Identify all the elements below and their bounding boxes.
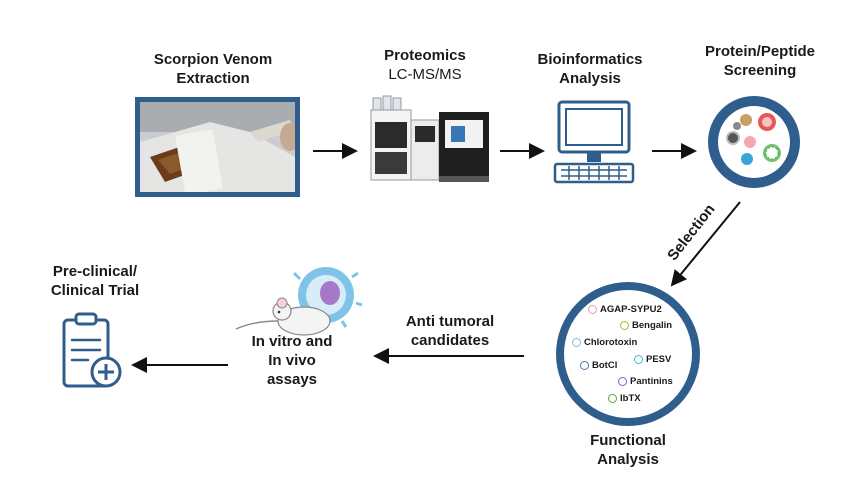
peptide-item: Chlorotoxin <box>572 337 637 348</box>
peptide-dot <box>572 337 581 347</box>
lc-ms-instrument-icon <box>370 95 489 182</box>
peptide-item: PESV <box>634 354 671 365</box>
peptide-dot <box>634 354 643 364</box>
proteomics-title: Proteomics LC-MS/MS <box>384 47 466 83</box>
peptide-item: BotCl <box>580 360 617 371</box>
peptide-dot <box>580 360 589 370</box>
assays-title: In vitro and In vivo assays <box>251 333 333 388</box>
clinical-title: Pre-clinical/ Clinical Trial <box>50 263 140 299</box>
screening-dish-icon <box>708 96 800 188</box>
peptide-item: IbTX <box>608 393 641 404</box>
peptide-list: AGAP-SYPU2 Bengalin Chlorotoxin PESV Bot… <box>556 282 700 426</box>
computer-icon <box>553 100 635 184</box>
extraction-title: Scorpion Venom Extraction <box>153 51 273 87</box>
extraction-photo <box>135 97 300 197</box>
mouse-icon <box>235 297 331 336</box>
peptide-dot <box>620 320 629 330</box>
functional-analysis-circle <box>556 282 700 426</box>
functional-analysis-title: Functional Analysis <box>590 432 666 468</box>
arrow-selection <box>670 201 741 287</box>
peptide-dot <box>588 304 597 314</box>
clipboard-icon <box>62 312 122 388</box>
screening-title: Protein/Peptide Screening <box>704 43 816 79</box>
mouse-and-cell-icon <box>235 267 363 336</box>
bioinformatics-title: Bioinformatics Analysis <box>537 51 643 87</box>
peptide-item: Pantinins <box>618 376 673 387</box>
peptide-item: AGAP-SYPU2 <box>588 304 662 315</box>
candidates-title: Anti tumoral candidates <box>405 313 495 349</box>
peptide-dot <box>608 393 617 403</box>
peptide-item: Bengalin <box>620 320 672 331</box>
peptide-dot <box>618 376 627 386</box>
